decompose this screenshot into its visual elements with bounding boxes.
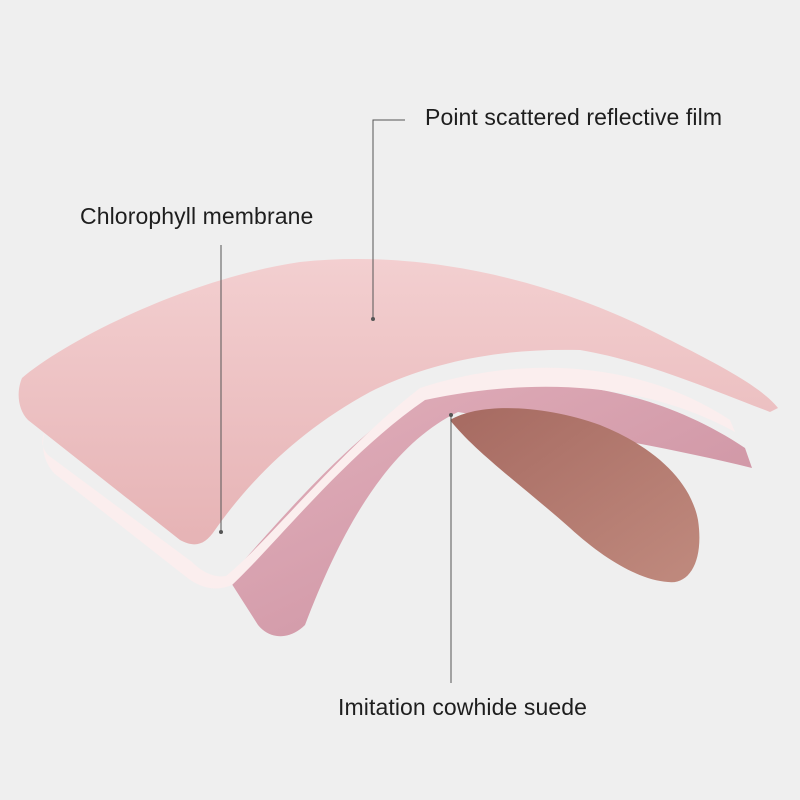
anchor-dot-chlorophyll	[219, 530, 223, 534]
suede-pad	[450, 408, 700, 583]
top-sheet	[18, 258, 778, 545]
label-chlorophyll-membrane: Chlorophyll membrane	[80, 203, 314, 229]
white-layer	[42, 367, 736, 589]
anchor-dot-reflective-film	[371, 317, 375, 321]
label-cowhide-suede: Imitation cowhide suede	[338, 694, 588, 720]
leader-lines	[220, 119, 452, 683]
anchor-dot-suede	[449, 413, 453, 417]
label-reflective-film: Point scattered reflective film	[425, 104, 723, 130]
leader-line-reflective-film	[372, 119, 405, 318]
